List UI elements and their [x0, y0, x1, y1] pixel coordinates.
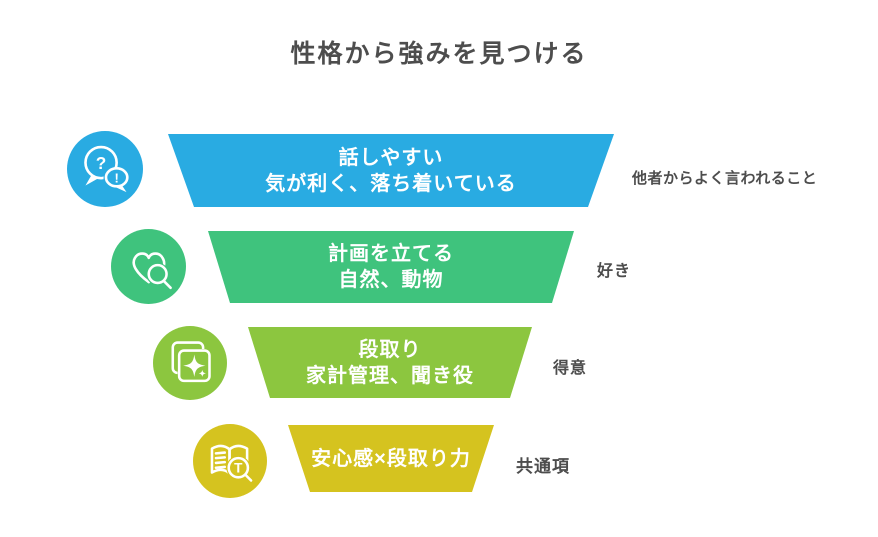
heart-magnifier-glyph — [132, 252, 172, 289]
svg-text:!: ! — [114, 170, 118, 185]
funnel-layer-line1: 段取り — [358, 338, 422, 361]
side-label-good-at: 得意 — [553, 360, 588, 377]
funnel-layer-others-say: 話しやすい 気が利く、落ち着いている — [162, 134, 620, 207]
heart-magnifier-icon — [111, 229, 186, 304]
sparkle-cards-icon — [153, 326, 227, 400]
funnel-layer-line1: 計画を立てる — [328, 243, 454, 265]
funnel-layer-line2: 家計管理、聞き役 — [306, 364, 474, 387]
funnel-layer-line2: 気が利く、落ち着いている — [265, 172, 517, 195]
funnel-layer-likes: 計画を立てる 自然、動物 — [202, 231, 580, 303]
funnel-layer-line1: 話しやすい — [338, 146, 444, 169]
open-book-magnifier-glyph: T — [210, 444, 253, 482]
funnel-layer-good-at: 段取り 家計管理、聞き役 — [242, 327, 538, 398]
open-book-magnifier-icon: T — [193, 424, 267, 498]
sparkle-cards-glyph — [171, 340, 211, 383]
chat-bubbles-glyph: ? ! — [84, 145, 130, 192]
funnel-layer-line1: 安心感×段取り力 — [311, 447, 471, 470]
svg-text:T: T — [234, 460, 243, 475]
side-label-others-say: 他者からよく言われること — [632, 170, 818, 187]
funnel-layer-common-factor: 安心感×段取り力 — [282, 425, 500, 492]
svg-text:?: ? — [96, 153, 107, 173]
question-exclamation-chat-bubbles-icon: ? ! — [67, 131, 143, 207]
page-title: 性格から強みを見つける — [290, 40, 588, 68]
side-label-likes: 好き — [597, 263, 632, 280]
side-label-common-factor: 共通項 — [516, 457, 570, 476]
funnel-layer-line2: 自然、動物 — [338, 269, 444, 291]
